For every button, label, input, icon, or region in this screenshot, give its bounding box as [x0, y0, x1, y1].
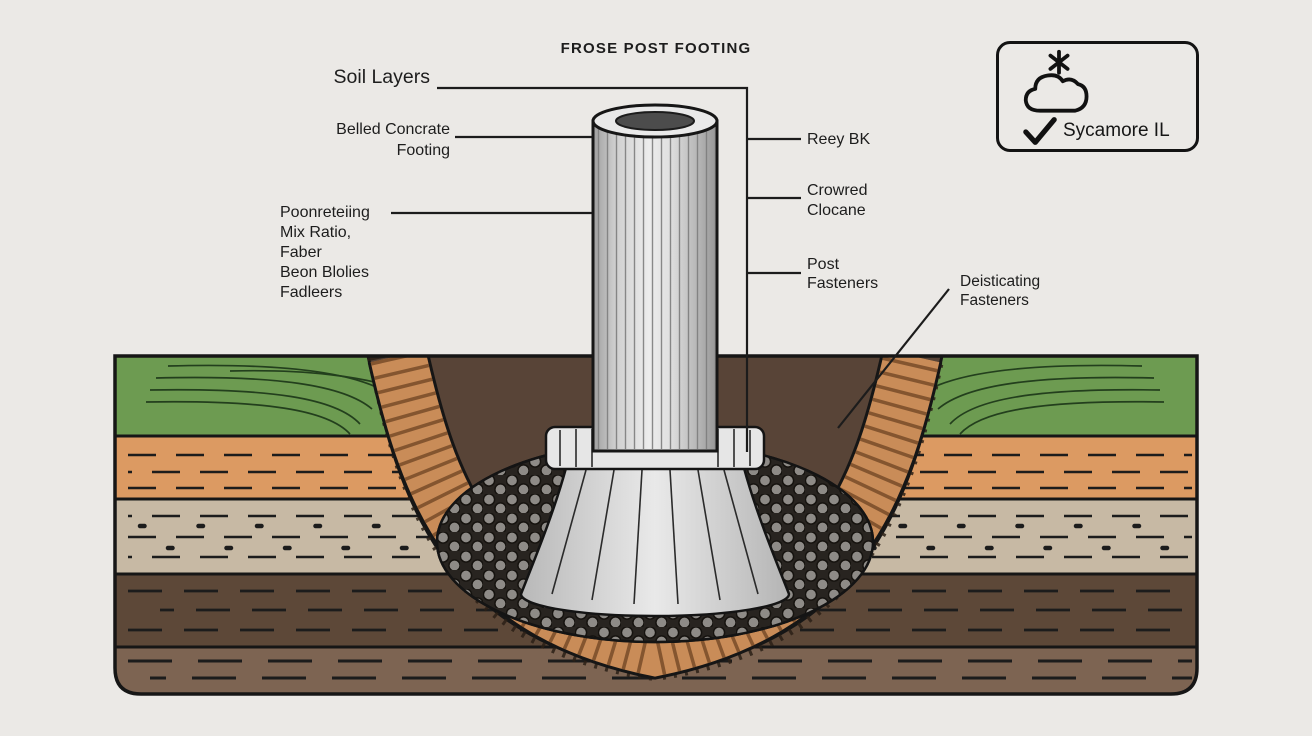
post-rib-texture	[595, 123, 715, 449]
label-line: Crowred	[807, 182, 868, 199]
badge-location-label: Sycamore IL	[1063, 120, 1170, 141]
label-line: Fadleers	[280, 284, 343, 301]
post-top-hole	[615, 111, 695, 131]
leader-lines	[391, 86, 950, 452]
label-line: Faber	[280, 244, 322, 261]
label-line: Poonreteiing	[280, 204, 370, 221]
label-belled-footing: Belled Concrate Footing	[300, 119, 450, 161]
leader-deisticating	[837, 288, 950, 429]
snowflake-icon	[1048, 49, 1070, 75]
cloud-icon	[1023, 73, 1089, 113]
snow-cloud-icon	[1023, 49, 1089, 113]
diagram-title: FROSE POST FOOTING	[560, 40, 752, 57]
concrete-post	[591, 103, 719, 453]
label-line: Belled Concrate	[336, 121, 450, 138]
label-mix-ratio: Poonreteiing Mix Ratio, Faber Beon Bloli…	[280, 203, 370, 303]
label-line: Fasteners	[960, 291, 1029, 309]
label-line: Clocane	[807, 202, 866, 219]
bell-segment-lines	[551, 469, 759, 605]
label-line: Deisticating	[960, 273, 1041, 290]
label-line: Footing	[396, 142, 450, 159]
leader-soil-layers	[437, 86, 749, 452]
label-soil-layers: Soil Layers	[333, 66, 430, 88]
label-line: Beon Blolies	[280, 264, 369, 281]
label-line: Post	[807, 256, 840, 273]
label-line: Fasteners	[807, 275, 879, 292]
checkmark-icon	[1023, 117, 1057, 145]
belled-footing	[519, 425, 791, 618]
label-reey-bk: Reey BK	[807, 131, 871, 148]
label-deisticating-fasteners: Deisticating Fasteners	[960, 273, 1040, 310]
label-line: Mix Ratio,	[280, 224, 352, 241]
soil-block-outline	[113, 354, 1199, 696]
location-badge: Sycamore IL	[996, 41, 1199, 152]
grass-contour-lines	[145, 364, 1165, 435]
label-crowred-clocane: Crowred Clocane	[807, 181, 867, 221]
label-post-fasteners: Post Fasteners	[807, 255, 878, 293]
